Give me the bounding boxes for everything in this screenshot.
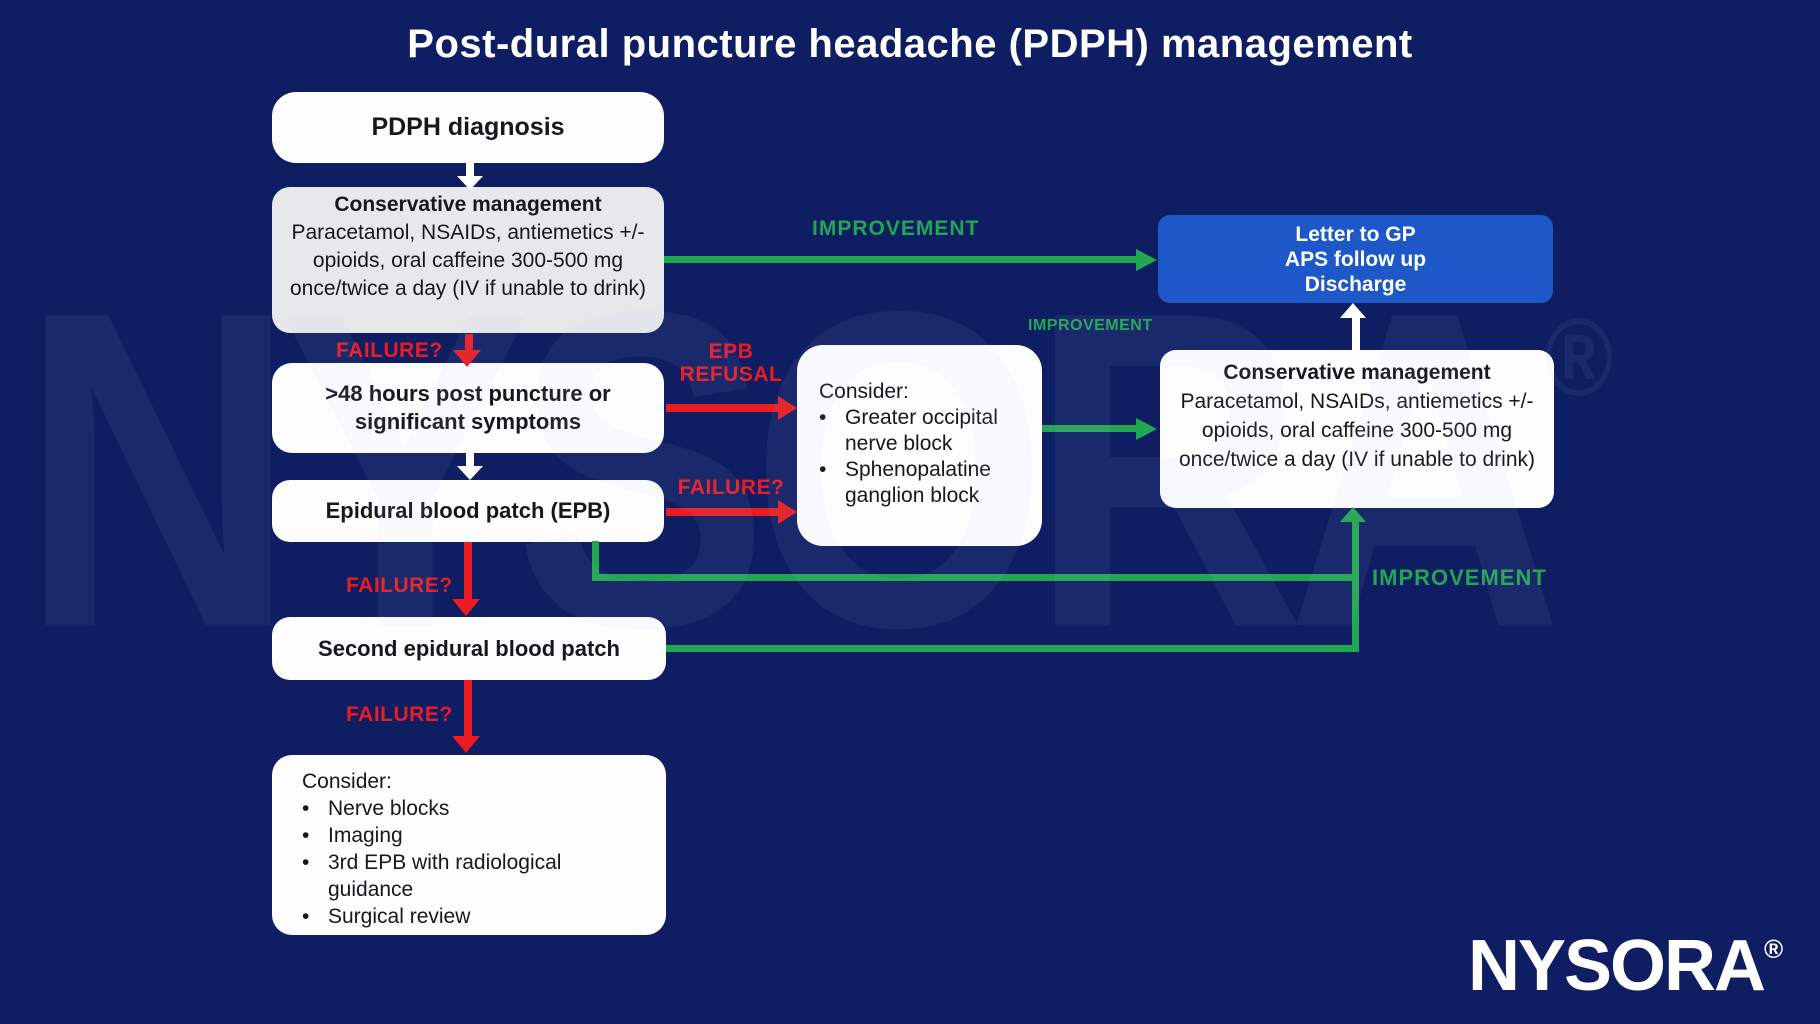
arrow-down-icon xyxy=(452,736,480,753)
arrow-failure-to-48hours xyxy=(465,334,473,351)
arrow-up-icon xyxy=(1340,507,1366,522)
arrow-diagnosis-to-conservative xyxy=(466,163,474,177)
arrow-conservative-to-letter xyxy=(1352,318,1360,350)
registered-trademark-icon: ® xyxy=(1764,934,1784,964)
watermark-registered-icon: ® xyxy=(1544,296,1614,419)
epb-refusal-line2: REFUSAL xyxy=(679,363,783,386)
consider-nerve-blocks-box: Consider: Greater occipital nerve block … xyxy=(797,345,1042,546)
nysora-logo: NYSORA® xyxy=(1468,930,1783,1002)
arrow-improvement-to-conservative-vertical xyxy=(1352,522,1359,652)
second-epidural-blood-patch-box: Second epidural blood patch xyxy=(272,617,666,680)
aps-follow-up-line: APS follow up xyxy=(1284,247,1427,271)
nysora-logo-text: NYSORA xyxy=(1468,926,1766,1006)
arrow-down-icon xyxy=(457,176,483,190)
list-item-text: Nerve blocks xyxy=(328,797,450,820)
list-item: Greater occipital nerve block xyxy=(819,405,1032,457)
consider-final-options-box: Consider: Nerve blocks Imaging 3rd EPB w… xyxy=(272,755,666,935)
pdph-diagnosis-label: PDPH diagnosis xyxy=(371,113,565,141)
arrow-second-epb-improvement-horizontal xyxy=(666,645,1356,652)
improvement-label-middle: IMPROVEMENT xyxy=(1028,317,1153,334)
conservative-management-title: Conservative management xyxy=(334,193,602,216)
arrow-right-icon xyxy=(778,396,797,420)
pdph-diagnosis-box: PDPH diagnosis xyxy=(272,92,664,163)
list-item: Sphenopalatine ganglion block xyxy=(819,457,1032,509)
epb-refusal-label: EPB REFUSAL xyxy=(664,340,798,386)
conservative-management-repeat-box: Conservative management Paracetamol, NSA… xyxy=(1160,350,1554,508)
letter-to-gp-discharge-box: Letter to GP APS follow up Discharge xyxy=(1158,215,1553,303)
arrow-failure-to-consider xyxy=(464,680,472,737)
letter-to-gp-line: Letter to GP xyxy=(1295,222,1416,246)
arrow-48hours-to-epb xyxy=(466,453,474,467)
48-hours-label: >48 hours post puncture or significant s… xyxy=(325,381,611,434)
arrow-down-icon xyxy=(453,350,481,367)
improvement-label-right: IMPROVEMENT xyxy=(1372,565,1547,590)
arrow-epb-refusal-to-consider xyxy=(666,404,780,412)
failure-label-epb: FAILURE? xyxy=(677,476,785,499)
conservative-management-box: Conservative management Paracetamol, NSA… xyxy=(272,187,664,333)
discharge-line: Discharge xyxy=(1304,272,1407,296)
conservative-management-body: Paracetamol, NSAIDs, antiemetics +/- opi… xyxy=(1178,390,1535,471)
conservative-management-title: Conservative management xyxy=(1223,361,1491,384)
consider-heading: Consider: xyxy=(819,380,909,403)
epidural-blood-patch-box: Epidural blood patch (EPB) xyxy=(272,480,664,542)
arrow-epb-improvement-elbow-horizontal xyxy=(592,574,1356,581)
failure-label-3: FAILURE? xyxy=(346,703,453,726)
consider-heading: Consider: xyxy=(302,770,392,793)
arrow-epb-failure-to-consider xyxy=(666,508,780,516)
arrow-down-icon xyxy=(452,599,480,616)
failure-label-1: FAILURE? xyxy=(336,339,443,362)
arrow-failure-to-second-epb xyxy=(464,542,472,600)
list-item: Imaging xyxy=(302,822,652,849)
list-item: Surgical review xyxy=(302,903,652,930)
list-item: Nerve blocks xyxy=(302,795,652,822)
48-hours-post-puncture-box: >48 hours post puncture or significant s… xyxy=(272,363,664,453)
improvement-label-top: IMPROVEMENT xyxy=(812,217,980,240)
list-item: 3rd EPB with radiological guidance xyxy=(302,849,652,903)
epidural-blood-patch-label: Epidural blood patch (EPB) xyxy=(325,498,611,523)
second-epidural-blood-patch-label: Second epidural blood patch xyxy=(318,635,620,661)
arrow-epb-improvement-elbow-vertical xyxy=(592,541,599,581)
arrow-down-icon xyxy=(457,466,483,480)
arrow-consider-to-conservative xyxy=(1042,425,1138,432)
page-title: Post-dural puncture headache (PDPH) mana… xyxy=(407,22,1413,66)
arrow-right-icon xyxy=(1136,418,1157,440)
list-item-text: 3rd EPB with radiological guidance xyxy=(328,851,562,901)
arrow-improvement-to-letter xyxy=(664,256,1138,263)
failure-label-2: FAILURE? xyxy=(346,574,453,597)
arrow-right-icon xyxy=(778,500,797,524)
list-item-text: Surgical review xyxy=(328,905,471,928)
epb-refusal-line1: EPB xyxy=(708,340,754,363)
list-item-text: Sphenopalatine ganglion block xyxy=(845,458,991,507)
conservative-management-body: Paracetamol, NSAIDs, antiemetics +/- opi… xyxy=(289,221,646,300)
arrow-up-icon xyxy=(1340,303,1366,318)
list-item-text: Greater occipital nerve block xyxy=(845,406,998,455)
list-item-text: Imaging xyxy=(328,824,403,847)
arrow-right-icon xyxy=(1136,249,1157,271)
